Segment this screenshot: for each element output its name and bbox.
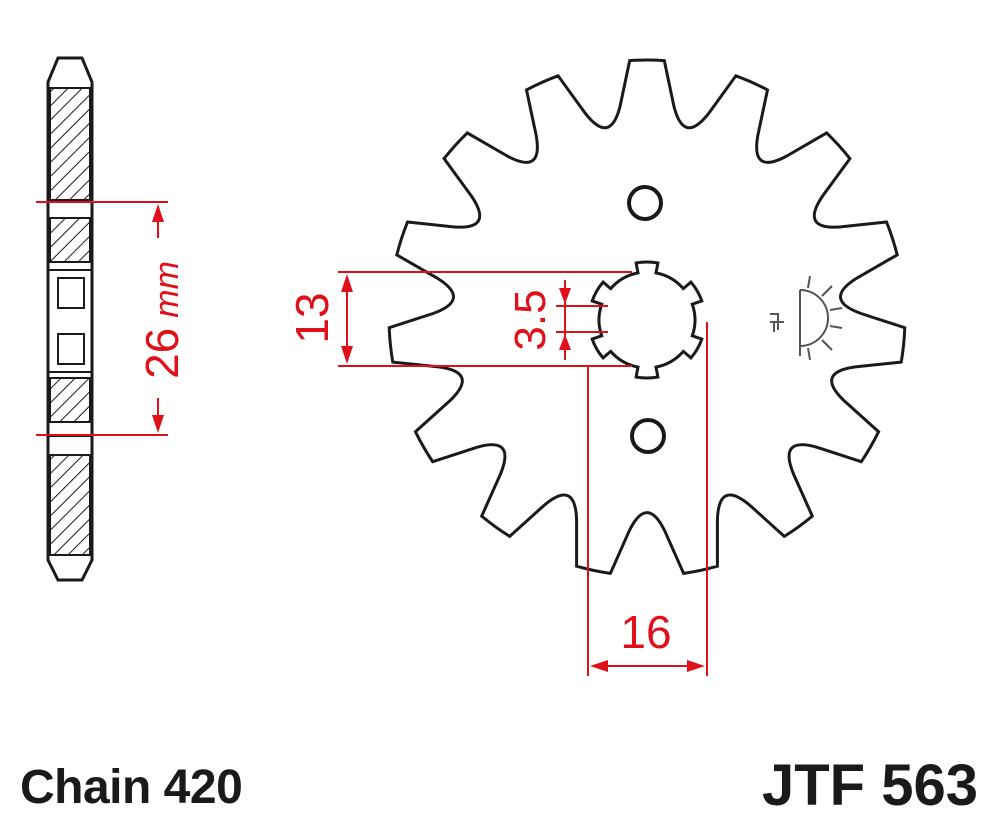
hatch-section-upper (49, 217, 91, 263)
sun-emblem-icon (770, 275, 843, 361)
hatch-section-lower (49, 377, 91, 423)
spline-dimension-label: 3.5 (506, 289, 555, 350)
chain-size-label: Chain 420 (20, 761, 243, 814)
outer-dimension-label: 13 (286, 292, 338, 343)
mounting-hole-bottom (630, 418, 666, 454)
spline-bore (590, 260, 704, 380)
hub-section-1 (57, 277, 85, 309)
bore-dimension-label: 16 (620, 606, 671, 658)
hub-section-2 (57, 333, 85, 365)
sprocket-front-view (387, 58, 907, 576)
front-dimensions (338, 271, 708, 676)
hatch-section-top (49, 87, 91, 201)
side-dimension-label: 26mm (136, 261, 188, 379)
side-profile (46, 56, 94, 582)
part-number-label: JTF 563 (762, 753, 978, 818)
mounting-hole-top (627, 185, 663, 221)
side-dimension (36, 201, 168, 436)
hatch-section-bottom (49, 454, 91, 556)
